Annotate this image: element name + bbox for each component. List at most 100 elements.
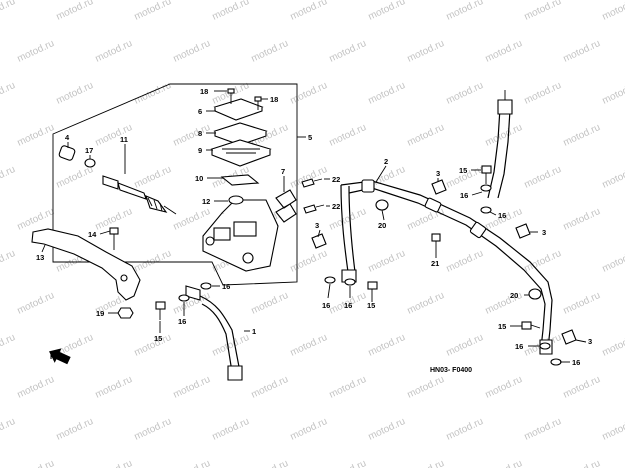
watermark-text: motod.ru xyxy=(250,458,290,468)
watermark-text: motod.ru xyxy=(328,38,368,65)
watermark-text: motod.ru xyxy=(289,0,329,23)
watermark-text: motod.ru xyxy=(484,374,524,401)
watermark-text: motod.ru xyxy=(16,458,56,468)
watermark-text: motod.ru xyxy=(16,38,56,65)
watermark-text: motod.ru xyxy=(172,38,212,65)
watermark-text: motod.ru xyxy=(0,164,17,191)
brake-lever xyxy=(31,228,141,301)
master-cylinder-body xyxy=(202,199,279,272)
watermark-text: motod.ru xyxy=(133,248,173,275)
callout-5: 5 xyxy=(308,133,312,142)
watermark-text: motod.ru xyxy=(94,374,134,401)
callout-15: 15 xyxy=(154,334,162,343)
callout-3: 3 xyxy=(542,228,546,237)
callout-4: 4 xyxy=(65,133,70,142)
watermark-text: motod.ru xyxy=(133,164,173,191)
watermark-text: motod.ru xyxy=(55,0,95,23)
watermark-text: motod.ru xyxy=(250,374,290,401)
watermark-text: motod.ru xyxy=(484,122,524,149)
watermark-text: motod.ru xyxy=(133,332,173,359)
callout-14: 14 xyxy=(88,230,97,239)
callout-22: 22 xyxy=(332,202,340,211)
watermark-text: motod.ru xyxy=(445,80,485,107)
watermark-text: motod.ru xyxy=(16,122,56,149)
watermark-text: motod.ru xyxy=(523,80,563,107)
boot-12 xyxy=(228,195,244,205)
watermark-text: motod.ru xyxy=(94,38,134,65)
bolt-22-top xyxy=(301,178,323,188)
callout-18: 18 xyxy=(270,95,278,104)
brake-hose-2 xyxy=(340,179,553,355)
watermark-text: motod.ru xyxy=(55,164,95,191)
washers-and-bolts xyxy=(155,165,562,366)
nut-19 xyxy=(117,307,134,319)
callout-16: 16 xyxy=(344,301,352,310)
watermark-text: motod.ru xyxy=(328,122,368,149)
piston-set xyxy=(58,145,177,215)
brake-hose-1 xyxy=(185,285,243,381)
callouts: 18 18 6 8 9 10 12 4 17 11 5 7 22 22 3 2 … xyxy=(36,87,592,367)
watermark-text: motod.ru xyxy=(484,38,524,65)
leader-lines xyxy=(41,90,587,363)
watermark-text: motod.ru xyxy=(562,458,602,468)
grommet-20-lower xyxy=(528,288,542,300)
callout-7: 7 xyxy=(281,167,285,176)
callout-3: 3 xyxy=(436,169,440,178)
watermark-text: motod.ru xyxy=(562,206,602,233)
callout-12: 12 xyxy=(202,197,210,206)
watermark-text: motod.ru xyxy=(367,248,407,275)
watermark-text: motod.ru xyxy=(484,458,524,468)
reservoir-cap xyxy=(210,98,272,167)
watermark-text: motod.ru xyxy=(406,38,446,65)
watermark-text: motod.ru xyxy=(562,38,602,65)
callout-16: 16 xyxy=(322,301,330,310)
watermark-text: motod.ru xyxy=(16,290,56,317)
clip-3-top xyxy=(431,179,447,195)
watermark-text: motod.ru xyxy=(445,0,485,23)
watermark-text: motod.ru xyxy=(94,122,134,149)
watermark-text: motod.ru xyxy=(445,248,485,275)
callout-15: 15 xyxy=(459,166,467,175)
callout-16: 16 xyxy=(178,317,186,326)
lever-bolt-14 xyxy=(109,227,119,250)
bolt-22-bottom xyxy=(303,204,325,214)
watermark-text: motod.ru xyxy=(16,206,56,233)
callout-16: 16 xyxy=(460,191,468,200)
watermark-text: motod.ru xyxy=(562,290,602,317)
watermark-text: motod.ru xyxy=(250,290,290,317)
lever-pivot xyxy=(120,274,128,282)
watermark-text: motod.ru xyxy=(289,248,329,275)
watermark-text: motod.ru xyxy=(406,374,446,401)
watermark-text: motod.ru xyxy=(133,0,173,23)
watermark-text: motod.ru xyxy=(172,374,212,401)
watermark-text: motod.ru xyxy=(0,416,17,443)
watermark-text: motod.ru xyxy=(601,164,625,191)
watermark-text: motod.ru xyxy=(0,332,17,359)
plate-10 xyxy=(220,174,260,186)
watermark-text: motod.ru xyxy=(0,0,17,23)
watermark-text: motod.ru xyxy=(133,416,173,443)
watermark-text: motod.ru xyxy=(172,458,212,468)
clip-3-left xyxy=(311,233,327,249)
watermark-text: motod.ru xyxy=(367,80,407,107)
callout-18: 18 xyxy=(200,87,208,96)
callout-13: 13 xyxy=(36,253,44,262)
watermark-text: motod.ru xyxy=(406,206,446,233)
callout-11: 11 xyxy=(120,135,128,144)
watermark-text: motod.ru xyxy=(328,374,368,401)
callout-21: 21 xyxy=(431,259,439,268)
callout-3: 3 xyxy=(588,337,592,346)
clip-3-lower xyxy=(561,329,577,345)
callout-6: 6 xyxy=(198,107,202,116)
callout-15: 15 xyxy=(498,322,506,331)
watermark-text: motod.ru xyxy=(367,416,407,443)
callout-16: 16 xyxy=(498,211,506,220)
callout-16: 16 xyxy=(515,342,523,351)
callout-10: 10 xyxy=(195,174,203,183)
watermark-text: motod.ru xyxy=(445,416,485,443)
watermark-text: motod.ru xyxy=(367,0,407,23)
callout-15: 15 xyxy=(367,301,375,310)
screw-18-top xyxy=(227,88,235,104)
watermark-text: motod.ru xyxy=(16,374,56,401)
